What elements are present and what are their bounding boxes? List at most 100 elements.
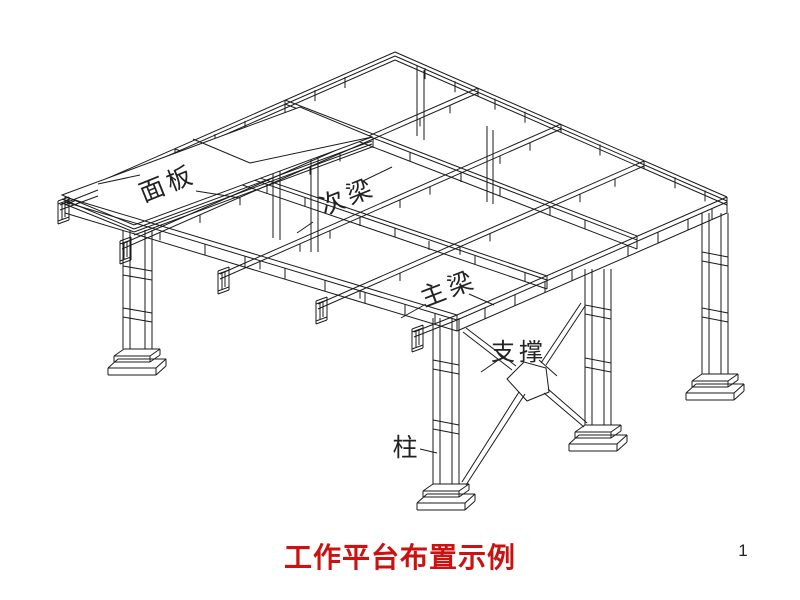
secondary-beam-end <box>119 236 132 242</box>
base-plate <box>155 358 167 369</box>
rim-beam <box>394 59 728 206</box>
secondary-beam-end <box>315 296 328 302</box>
leader-line <box>296 221 314 234</box>
base-plate <box>464 500 476 511</box>
column-batten <box>122 274 153 281</box>
brace-member <box>461 391 520 483</box>
secondary-beam-end <box>315 319 328 325</box>
secondary-beam <box>317 165 645 310</box>
deck-plate <box>60 106 374 236</box>
base-plate <box>616 441 628 452</box>
label-main-beam: 主梁 <box>417 266 481 313</box>
column-batten <box>432 419 460 426</box>
label-secondary-beam: 次梁 <box>315 173 379 221</box>
base-plate <box>733 390 745 401</box>
secondary-beam-end <box>217 286 230 292</box>
secondary-beam-end <box>411 327 424 333</box>
deck-plate-edge <box>192 138 251 164</box>
column-batten <box>701 307 729 314</box>
column-batten <box>584 313 612 320</box>
column-batten <box>584 304 612 311</box>
label-bracing: 支撑 <box>491 339 547 366</box>
column-batten <box>701 316 729 323</box>
base-plate <box>113 348 125 357</box>
secondary-beam-end <box>217 269 230 275</box>
column-batten <box>432 359 460 366</box>
secondary-beam-end <box>411 347 424 353</box>
secondary-beam-end <box>411 344 424 350</box>
base-plate <box>416 493 428 504</box>
leader-line <box>468 293 495 306</box>
secondary-beam <box>413 319 458 338</box>
base-plate <box>107 358 119 369</box>
deck-plate-edge <box>133 146 373 236</box>
leader-line <box>480 360 498 373</box>
x-bracing <box>461 302 588 486</box>
secondary-beam <box>219 123 562 275</box>
column-batten <box>122 307 153 314</box>
label-column: 柱 <box>392 434 421 462</box>
brace-member <box>540 302 582 364</box>
deck-plate-edge <box>133 140 373 230</box>
secondary-beam-end <box>411 324 424 330</box>
brace-member <box>465 327 517 367</box>
secondary-beam-end <box>57 216 70 222</box>
secondary-beam-end <box>315 299 328 305</box>
secondary-beam-end <box>217 289 230 295</box>
column-batten <box>122 265 153 272</box>
column-batten <box>701 260 729 267</box>
column-batten <box>584 366 612 373</box>
deck-plate-edge <box>133 143 373 233</box>
base-plate <box>422 483 434 492</box>
leader-line <box>419 448 438 454</box>
page-number: 1 <box>738 541 748 560</box>
column-batten <box>432 368 460 375</box>
column-batten <box>122 316 153 323</box>
column-batten <box>701 251 729 258</box>
brace-member <box>543 392 585 428</box>
secondary-beam <box>219 128 562 280</box>
base-plate <box>733 383 745 394</box>
secondary-beam <box>59 195 99 211</box>
deck-plate-edge <box>249 136 373 164</box>
deck-plate-edge <box>61 198 135 230</box>
brace-member <box>462 331 513 371</box>
base-plate <box>464 493 476 504</box>
leader-line <box>400 303 427 319</box>
secondary-beam-end <box>119 259 132 265</box>
brace-member <box>465 393 526 486</box>
base-plate <box>727 373 739 382</box>
base-plate <box>616 434 628 445</box>
base-plate <box>155 365 167 376</box>
columns <box>107 213 745 511</box>
base-plate <box>610 424 622 433</box>
base-plate <box>568 434 580 445</box>
base-plate <box>691 373 703 382</box>
secondary-beam-end <box>57 219 70 225</box>
brace-member <box>547 388 588 424</box>
rim-girder <box>456 196 728 316</box>
secondary-beam-end <box>57 199 70 205</box>
deck-plate-edge <box>61 202 135 233</box>
leader-line <box>97 174 141 185</box>
rim-girder <box>64 201 458 321</box>
secondary-beam-end <box>119 239 132 245</box>
leader-line <box>195 190 241 199</box>
secondary-beam-end <box>57 196 70 202</box>
slide-title: 工作平台布置示例 <box>283 543 516 574</box>
leader-line <box>362 166 393 182</box>
gusset-plate <box>506 361 550 402</box>
base-plate <box>685 383 697 394</box>
rim-girder <box>64 212 458 332</box>
platform-front-rims <box>57 189 728 332</box>
secondary-beam <box>59 189 99 206</box>
rim-girder <box>64 196 458 316</box>
secondary-beam <box>317 160 645 305</box>
rim-girder <box>456 201 728 321</box>
secondary-beam-end <box>315 316 328 322</box>
column-batten <box>584 357 612 364</box>
secondary-beam-end <box>217 266 230 272</box>
rim-beam <box>64 51 396 198</box>
